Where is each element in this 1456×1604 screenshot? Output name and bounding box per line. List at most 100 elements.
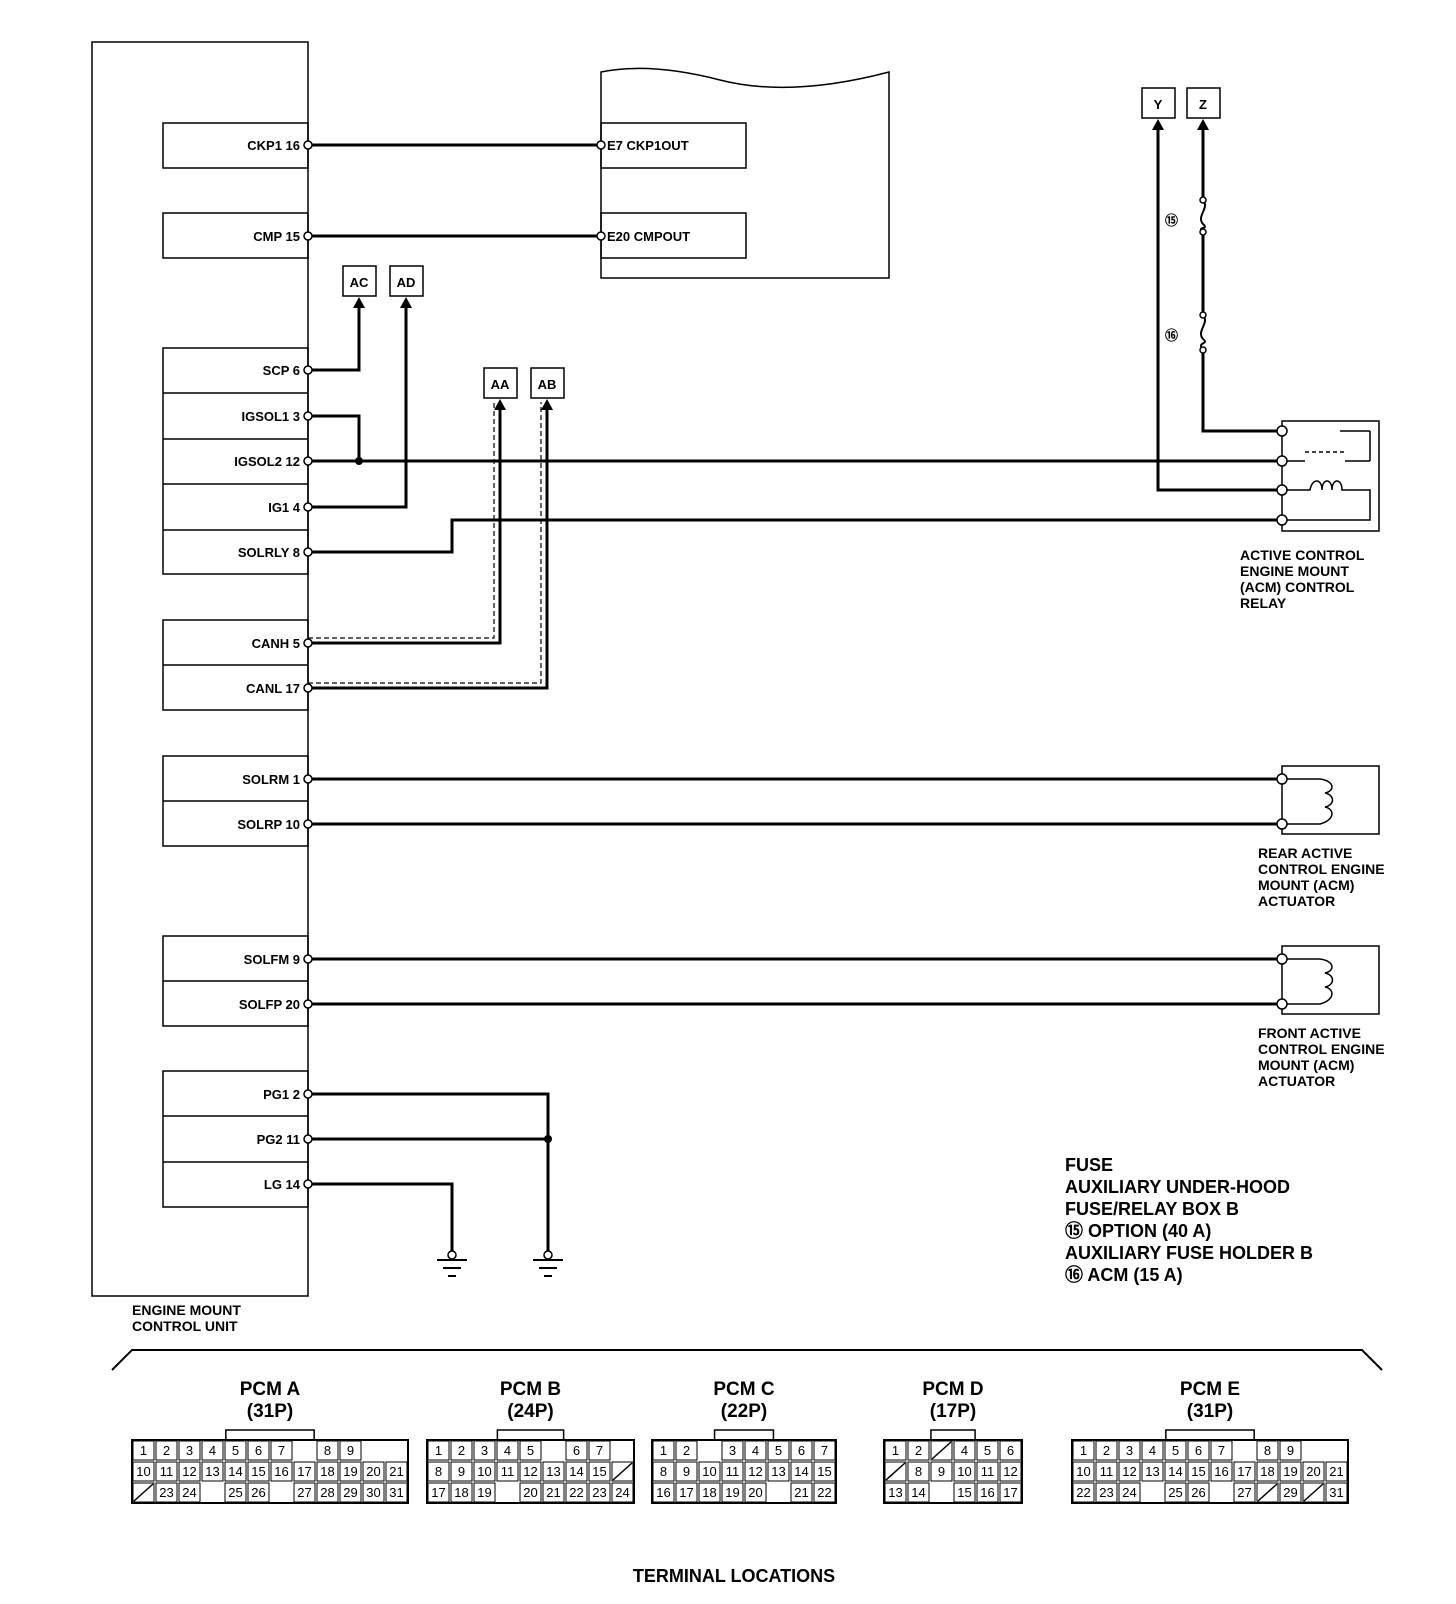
svg-text:AUXILIARY UNDER-HOOD: AUXILIARY UNDER-HOOD: [1065, 1177, 1290, 1197]
svg-text:(ACM) CONTROL: (ACM) CONTROL: [1240, 579, 1355, 595]
pcm-terminal-number: 6: [573, 1443, 580, 1458]
pcm-terminal-number: 1: [892, 1443, 899, 1458]
pcm-terminal-number: 10: [477, 1464, 491, 1479]
pcm-terminal-number: 22: [817, 1485, 831, 1500]
pcm-terminal-number: 21: [546, 1485, 560, 1500]
pcm-terminal-number: 31: [389, 1485, 403, 1500]
pcm-terminal-number: 8: [1264, 1443, 1271, 1458]
pcm-terminal-number: 11: [981, 1464, 995, 1479]
pcm-terminal-number: 7: [821, 1443, 828, 1458]
pcm-terminal-number: 24: [182, 1485, 196, 1500]
pcm-box: [600, 67, 890, 279]
svg-text:MOUNT (ACM): MOUNT (ACM): [1258, 877, 1354, 893]
connector-label: AD: [397, 275, 416, 290]
pcm-terminal-number: 29: [1283, 1485, 1297, 1500]
svg-text:ACTIVE CONTROL: ACTIVE CONTROL: [1240, 547, 1365, 563]
pin-label: CMP 15: [253, 229, 300, 244]
front-coil-icon: [1282, 958, 1334, 1005]
svg-text:⑯ ACM (15 A): ⑯ ACM (15 A): [1065, 1264, 1183, 1285]
svg-text:FUSE/RELAY BOX B: FUSE/RELAY BOX B: [1065, 1199, 1239, 1219]
pcm-terminal-number: 29: [343, 1485, 357, 1500]
front-actuator-caption: FRONT ACTIVE CONTROL ENGINE MOUNT (ACM) …: [1258, 1025, 1385, 1089]
pcm-terminal-number: 2: [683, 1443, 690, 1458]
svg-text:CONTROL UNIT: CONTROL UNIT: [132, 1318, 238, 1334]
pcm-terminal-number: 5: [984, 1443, 991, 1458]
pcm-terminal-number: 15: [251, 1464, 265, 1479]
pcm-terminal-number: 2: [458, 1443, 465, 1458]
pcm-terminal-number: 4: [504, 1443, 511, 1458]
svg-text:FRONT ACTIVE: FRONT ACTIVE: [1258, 1025, 1361, 1041]
pcm-terminal-number: 12: [1122, 1464, 1136, 1479]
pin-label: IG1 4: [268, 500, 301, 515]
pcm-terminal-number: 18: [454, 1485, 468, 1500]
pcm-terminal-number: 12: [1003, 1464, 1017, 1479]
pcm-terminal-number: 6: [255, 1443, 262, 1458]
pcm-terminal-number: 5: [232, 1443, 239, 1458]
pcm-terminal-number: 19: [1283, 1464, 1297, 1479]
ig1-wire: [308, 300, 408, 509]
pcm-connector-pins: (22P): [721, 1401, 767, 1422]
pcm-terminal-number: 16: [980, 1485, 994, 1500]
pcm-pin-ckp1out: E7 CKP1OUT: [607, 138, 689, 153]
pcm-terminal-number: 4: [752, 1443, 759, 1458]
pcm-terminal-number: 11: [1100, 1464, 1114, 1479]
rear-acm-actuator: [1281, 765, 1380, 835]
pcm-terminal-number: 18: [1260, 1464, 1274, 1479]
pin-label: SOLRM 1: [242, 772, 300, 787]
connector-label: AA: [491, 377, 510, 392]
pcm-terminal-number: 12: [182, 1464, 196, 1479]
front-acm-actuator: [1281, 945, 1380, 1015]
z-wire: [1201, 350, 1282, 433]
connector-label: AC: [350, 275, 369, 290]
pcm-connector-pins: (31P): [1187, 1401, 1233, 1422]
pcm-connector-name: PCM C: [713, 1379, 775, 1400]
pcm-terminal-number: 7: [278, 1443, 285, 1458]
pcm-terminal-number: 11: [501, 1464, 515, 1479]
pcm-terminal-number: 6: [1195, 1443, 1202, 1458]
pcm-terminal-number: 13: [771, 1464, 785, 1479]
pcm-terminal-number: 24: [1122, 1485, 1136, 1500]
igsol1-wire: [308, 414, 361, 461]
pcm-connector-name: PCM B: [500, 1379, 561, 1400]
pcm-terminal-number: 21: [1329, 1464, 1343, 1479]
pcm-terminal-number: 3: [729, 1443, 736, 1458]
pcm-terminal-number: 5: [1172, 1443, 1179, 1458]
pcm-terminal-number: 9: [1287, 1443, 1294, 1458]
pcm-terminal-number: 10: [1076, 1464, 1090, 1479]
pcm-terminal-number: 9: [347, 1443, 354, 1458]
pcm-terminal-number: 26: [251, 1485, 265, 1500]
fuse-16-label: ⑯: [1165, 328, 1178, 343]
pcm-terminal-number: 3: [1126, 1443, 1133, 1458]
pcm-connector-pins: (17P): [930, 1401, 976, 1422]
connector-label: Z: [1199, 97, 1207, 112]
pcm-connector-name: PCM A: [240, 1379, 301, 1400]
svg-text:RELAY: RELAY: [1240, 595, 1287, 611]
pin-label: SOLFM 9: [244, 952, 300, 967]
pcm-terminal-number: 21: [794, 1485, 808, 1500]
scp-wire: [308, 300, 361, 372]
pcm-terminal-number: 8: [660, 1464, 667, 1479]
pcm-connector-pins: (31P): [247, 1401, 293, 1422]
pin-label: SCP 6: [263, 363, 300, 378]
ground-icons: [437, 1259, 563, 1277]
unit-caption: ENGINE MOUNT CONTROL UNIT: [132, 1302, 241, 1334]
pin-label: CKP1 16: [247, 138, 300, 153]
pcm-terminal-number: 13: [1145, 1464, 1159, 1479]
pcm-terminal-number: 13: [205, 1464, 219, 1479]
pcm-terminal-number: 30: [366, 1485, 380, 1500]
pcm-terminal-number: 22: [569, 1485, 583, 1500]
pcm-terminal-number: 19: [477, 1485, 491, 1500]
pcm-terminal-number: 20: [523, 1485, 537, 1500]
svg-text:CONTROL ENGINE: CONTROL ENGINE: [1258, 861, 1385, 877]
pcm-terminal-number: 10: [957, 1464, 971, 1479]
pcm-connector-name: PCM D: [922, 1379, 983, 1400]
pcm-terminal-number: 24: [615, 1485, 629, 1500]
canh-wire: [308, 402, 502, 645]
pcm-terminal-number: 2: [163, 1443, 170, 1458]
pin-label: PG2 11: [257, 1132, 300, 1147]
pcm-terminal-number: 16: [656, 1485, 670, 1500]
pcm-terminal-number: 17: [1003, 1485, 1017, 1500]
